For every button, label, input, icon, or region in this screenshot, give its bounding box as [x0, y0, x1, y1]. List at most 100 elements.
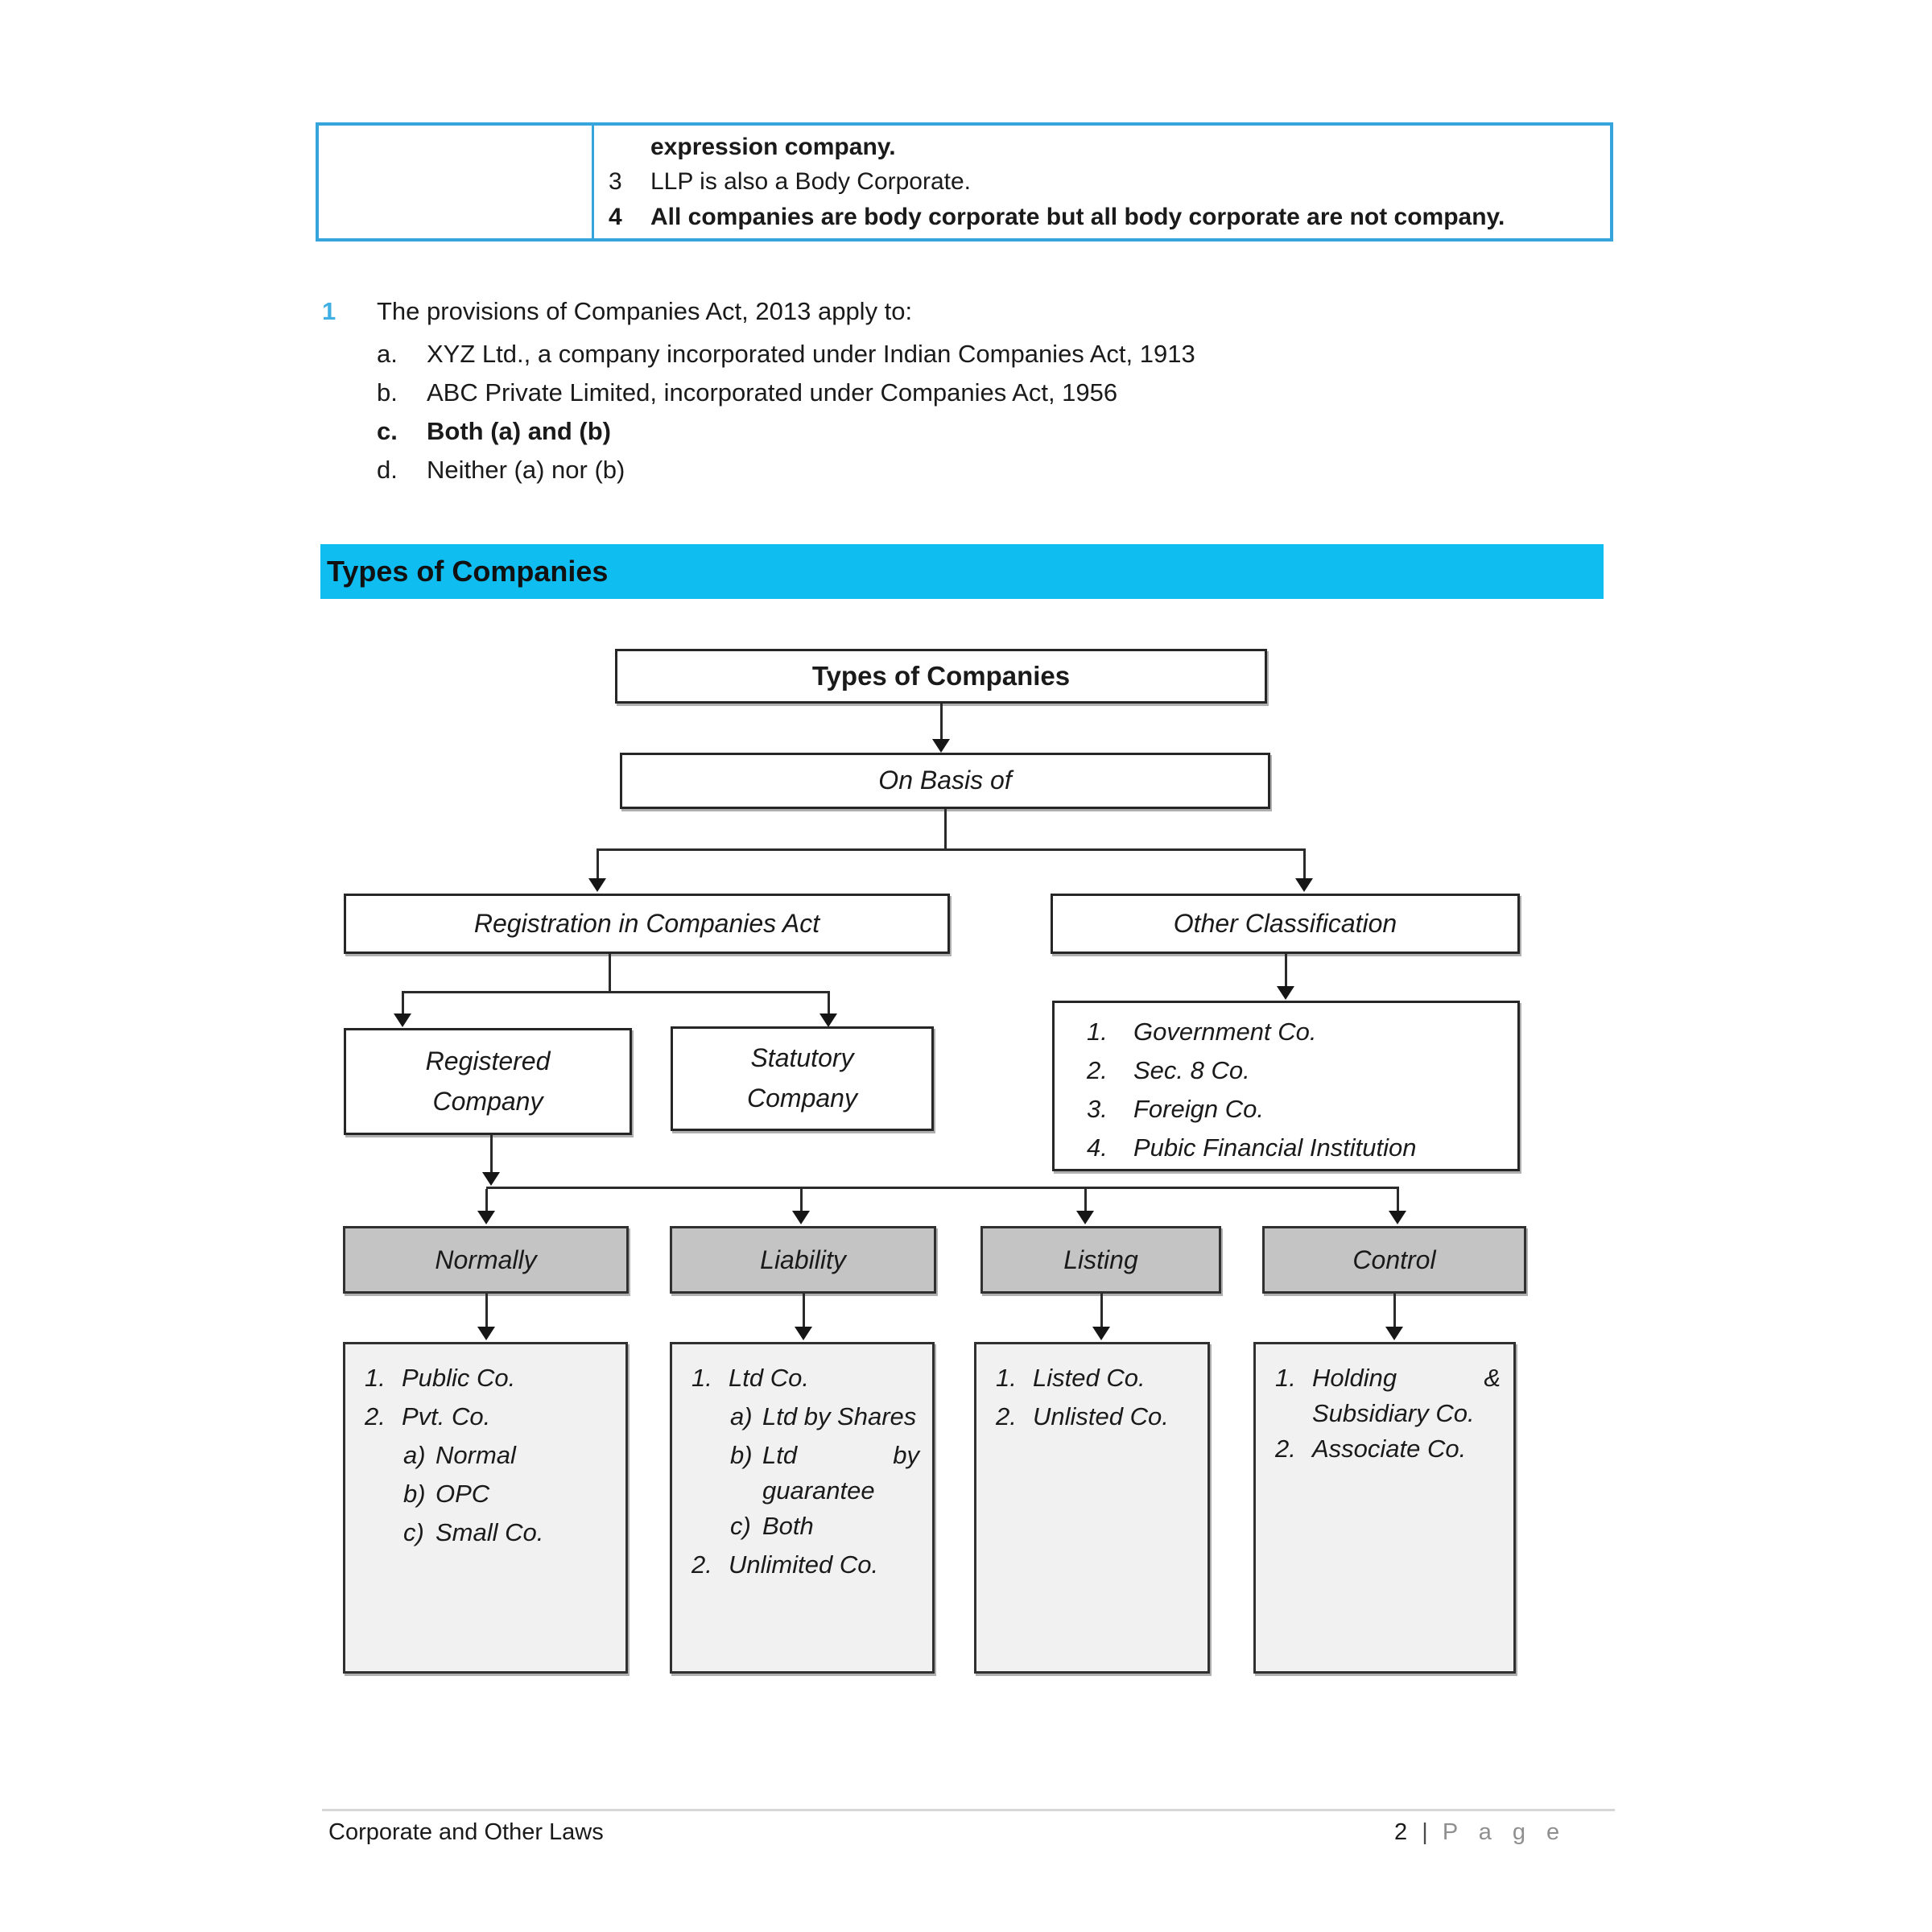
list-number: 2. [1087, 1056, 1108, 1084]
question-option: b.ABC Private Limited, incorporated unde… [377, 374, 1616, 412]
list-number: 1. [365, 1364, 386, 1392]
list-number: 1. [1275, 1364, 1296, 1392]
page-word: P a g e [1442, 1819, 1567, 1845]
notes-table-content: expression company. 3 LLP is also a Body C… [594, 126, 1610, 238]
list-item: 2. Unlisted Co. [996, 1399, 1198, 1438]
notes-table: expression company. 3 LLP is also a Body C… [316, 122, 1613, 242]
list-item: 1. Public Co. [365, 1360, 616, 1399]
sublist-text: Both [762, 1512, 814, 1540]
list-box-listing: 1. Listed Co. 2. Unlisted Co. [974, 1342, 1210, 1674]
list-item: a)Normal [403, 1438, 616, 1476]
flow-registration-box: Registration in Companies Act [344, 894, 950, 954]
question-text: The provisions of Companies Act, 2013 ap… [377, 297, 913, 325]
list-item: a)Ltd by Shares [730, 1399, 923, 1438]
list-number: 2. [996, 1402, 1017, 1430]
arrow-down-icon [792, 1211, 810, 1224]
category-box-listing: Listing [980, 1226, 1221, 1294]
list-item: 3. Foreign Co. [1087, 1092, 1509, 1130]
category-box-liability: Liability [670, 1226, 936, 1294]
page-number-separator: | [1422, 1819, 1428, 1845]
connector-line [828, 991, 830, 1015]
sublist-letter: c) [403, 1518, 424, 1546]
table-row-text: LLP is also a Body Corporate. [650, 168, 972, 195]
category-box-normally: Normally [343, 1226, 629, 1294]
list-text: Pubic Financial Institution [1133, 1133, 1417, 1162]
table-row: 3 LLP is also a Body Corporate. [609, 168, 1610, 196]
list-text: Associate Co. [1312, 1435, 1467, 1463]
arrow-down-icon [588, 878, 606, 892]
connector-line [402, 991, 404, 1015]
option-text: Neither (a) nor (b) [427, 456, 625, 484]
sublist-text: Ltd by guarantee [762, 1441, 919, 1505]
connector-line [402, 991, 828, 993]
connector-line [485, 1189, 488, 1212]
footer-divider [322, 1809, 1615, 1811]
list-text: Unlisted Co. [1033, 1402, 1169, 1430]
other-classification-list-box: 1. Government Co. 2. Sec. 8 Co. 3. Foreign Co… [1052, 1001, 1520, 1171]
connector-line [1397, 1189, 1399, 1212]
question-heading: 1 The provisions of Companies Act, 2013 … [322, 295, 1616, 328]
connector-line [1393, 1294, 1396, 1328]
list-item: 2.Unlimited Co. [691, 1547, 923, 1586]
sublist-letter: b) [403, 1480, 426, 1508]
table-row-number [609, 134, 650, 161]
arrow-down-icon [932, 739, 950, 753]
list-number: 1. [1087, 1018, 1108, 1046]
list-item: 4.Pubic Financial Institution [1087, 1130, 1509, 1169]
connector-line [597, 848, 1306, 851]
table-row-text: expression company. [650, 133, 896, 160]
connector-line [1100, 1294, 1103, 1328]
list-text: Pvt. Co. [402, 1402, 491, 1430]
section-heading-bar: Types of Companies [320, 544, 1604, 599]
list-item: b)OPC [403, 1476, 616, 1515]
flow-statutory-company-box: Statutory Company [671, 1026, 934, 1131]
question-options: a.XYZ Ltd., a company incorporated under… [322, 335, 1616, 489]
question-option: c.Both (a) and (b) [377, 412, 1616, 451]
list-text: Ltd Co. [729, 1364, 809, 1392]
list-text: Public Co. [402, 1364, 516, 1392]
arrow-down-icon [1092, 1327, 1110, 1340]
connector-line [940, 704, 943, 741]
list-text: Government Co. [1133, 1018, 1317, 1046]
list-text: Holding & Subsidiary Co. [1312, 1364, 1501, 1427]
mcq-question-1: 1 The provisions of Companies Act, 2013 … [322, 295, 1616, 489]
list-number: 2. [365, 1402, 386, 1430]
list-number: 1. [996, 1364, 1017, 1392]
question-number: 1 [322, 297, 336, 325]
connector-line [485, 1294, 488, 1328]
arrow-down-icon [1277, 986, 1294, 1000]
connector-line [486, 1187, 1399, 1189]
list-item: b)Ltd by guarantee [730, 1438, 923, 1509]
list-number: 3. [1087, 1095, 1108, 1123]
flow-basis-box: On Basis of [620, 753, 1270, 809]
connector-line [1084, 1189, 1087, 1212]
footer-document-title: Corporate and Other Laws [328, 1819, 604, 1845]
arrow-down-icon [394, 1013, 411, 1027]
list-text: Sec. 8 Co. [1133, 1056, 1250, 1084]
flow-registered-company-box: Registered Company [344, 1028, 632, 1135]
page-number-value: 2 [1394, 1819, 1408, 1845]
category-box-control: Control [1262, 1226, 1526, 1294]
footer-page-number: 2 | P a g e [1394, 1819, 1567, 1846]
list-number: 1. [691, 1364, 712, 1392]
list-text: Listed Co. [1033, 1364, 1146, 1392]
arrow-down-icon [482, 1172, 500, 1186]
list-item: 2.Associate Co. [1275, 1431, 1504, 1470]
list-item: 2. Sec. 8 Co. [1087, 1053, 1509, 1092]
sublist-letter: c) [730, 1512, 751, 1540]
connector-line [1303, 848, 1306, 880]
table-row-number: 3 [609, 168, 622, 195]
connector-line [1285, 954, 1287, 988]
list-text: Foreign Co. [1133, 1095, 1264, 1123]
option-text: XYZ Ltd., a company incorporated under I… [427, 340, 1195, 368]
question-option: d.Neither (a) nor (b) [377, 451, 1616, 489]
list-item: 1. Listed Co. [996, 1360, 1198, 1399]
arrow-down-icon [1076, 1211, 1094, 1224]
list-box-control: 1. Holding & Subsidiary Co. 2.Associate Co… [1253, 1342, 1516, 1674]
sublist-text: Ltd by Shares [762, 1402, 917, 1430]
list-item: 1. Government Co. [1087, 1014, 1509, 1053]
arrow-down-icon [1295, 878, 1313, 892]
connector-line [800, 1189, 803, 1212]
types-of-companies-flowchart: Types of Companies On Basis of Registrat… [316, 636, 1616, 1690]
